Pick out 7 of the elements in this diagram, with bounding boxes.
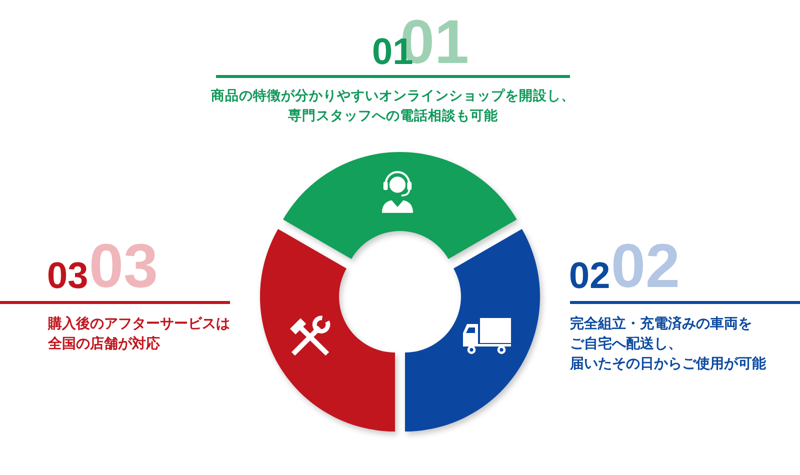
background-number: 02 <box>611 236 680 298</box>
step-number: 03 <box>47 256 88 294</box>
description-text: 購入後のアフターサービスは全国の店舗が対応 <box>48 315 230 354</box>
description-text: 商品の特徴が分かりやすいオンラインショップを開設し、専門スタッフへの電話相談も可能 <box>211 87 575 126</box>
background-number: 03 <box>89 236 158 298</box>
description-text: 完全組立・充電済みの車両をご自宅へ配送し、届いたその日からご使用が可能 <box>570 314 766 374</box>
step-number: 02 <box>569 256 610 294</box>
